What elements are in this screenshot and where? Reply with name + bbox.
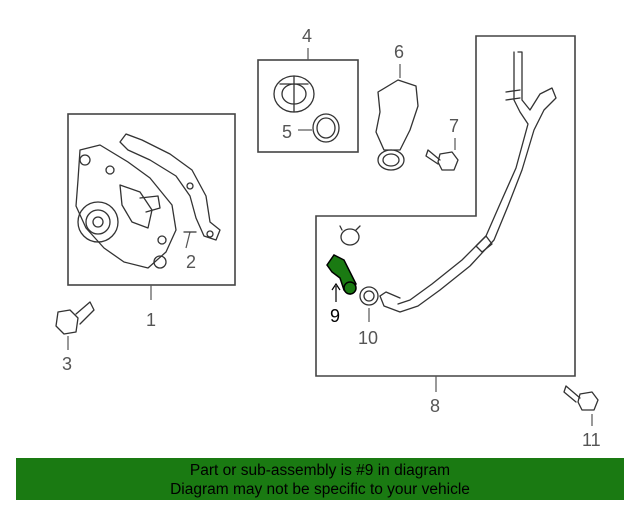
pipe-assembly-box	[315, 35, 576, 377]
callout-8: 8	[430, 396, 440, 416]
coolant-hose-9[interactable]	[326, 254, 357, 296]
water-pump[interactable]	[75, 144, 177, 269]
callout-9: 9	[330, 306, 340, 326]
coolant-pipe[interactable]	[379, 51, 557, 313]
bolt-3[interactable]	[55, 301, 95, 335]
banner-line-2: Diagram may not be specific to your vehi…	[170, 481, 470, 498]
callout-5: 5	[282, 122, 292, 142]
bolt-11[interactable]	[563, 385, 599, 411]
callout-4: 4	[302, 26, 312, 46]
water-pump-box	[67, 113, 236, 286]
hose-clamp-upper[interactable]	[339, 225, 361, 246]
callout-6: 6	[394, 42, 404, 62]
thermostat[interactable]	[273, 75, 315, 113]
bolt-7[interactable]	[425, 149, 459, 171]
callout-2: 2	[186, 252, 196, 272]
callout-1: 1	[146, 310, 156, 330]
banner-line-1: Part or sub-assembly is #9 in diagram	[189, 462, 451, 479]
pump-gasket[interactable]	[119, 133, 221, 241]
callout-11: 11	[582, 430, 601, 450]
callout-10: 10	[358, 328, 378, 348]
thermostat-housing[interactable]	[375, 79, 419, 171]
callout-7: 7	[449, 116, 459, 136]
thermostat-seal[interactable]	[312, 113, 340, 143]
callout-3: 3	[62, 354, 72, 374]
part-notice-banner: Part or sub-assembly is #9 in diagram Di…	[16, 458, 624, 500]
hose-clamp-10[interactable]	[359, 286, 379, 306]
